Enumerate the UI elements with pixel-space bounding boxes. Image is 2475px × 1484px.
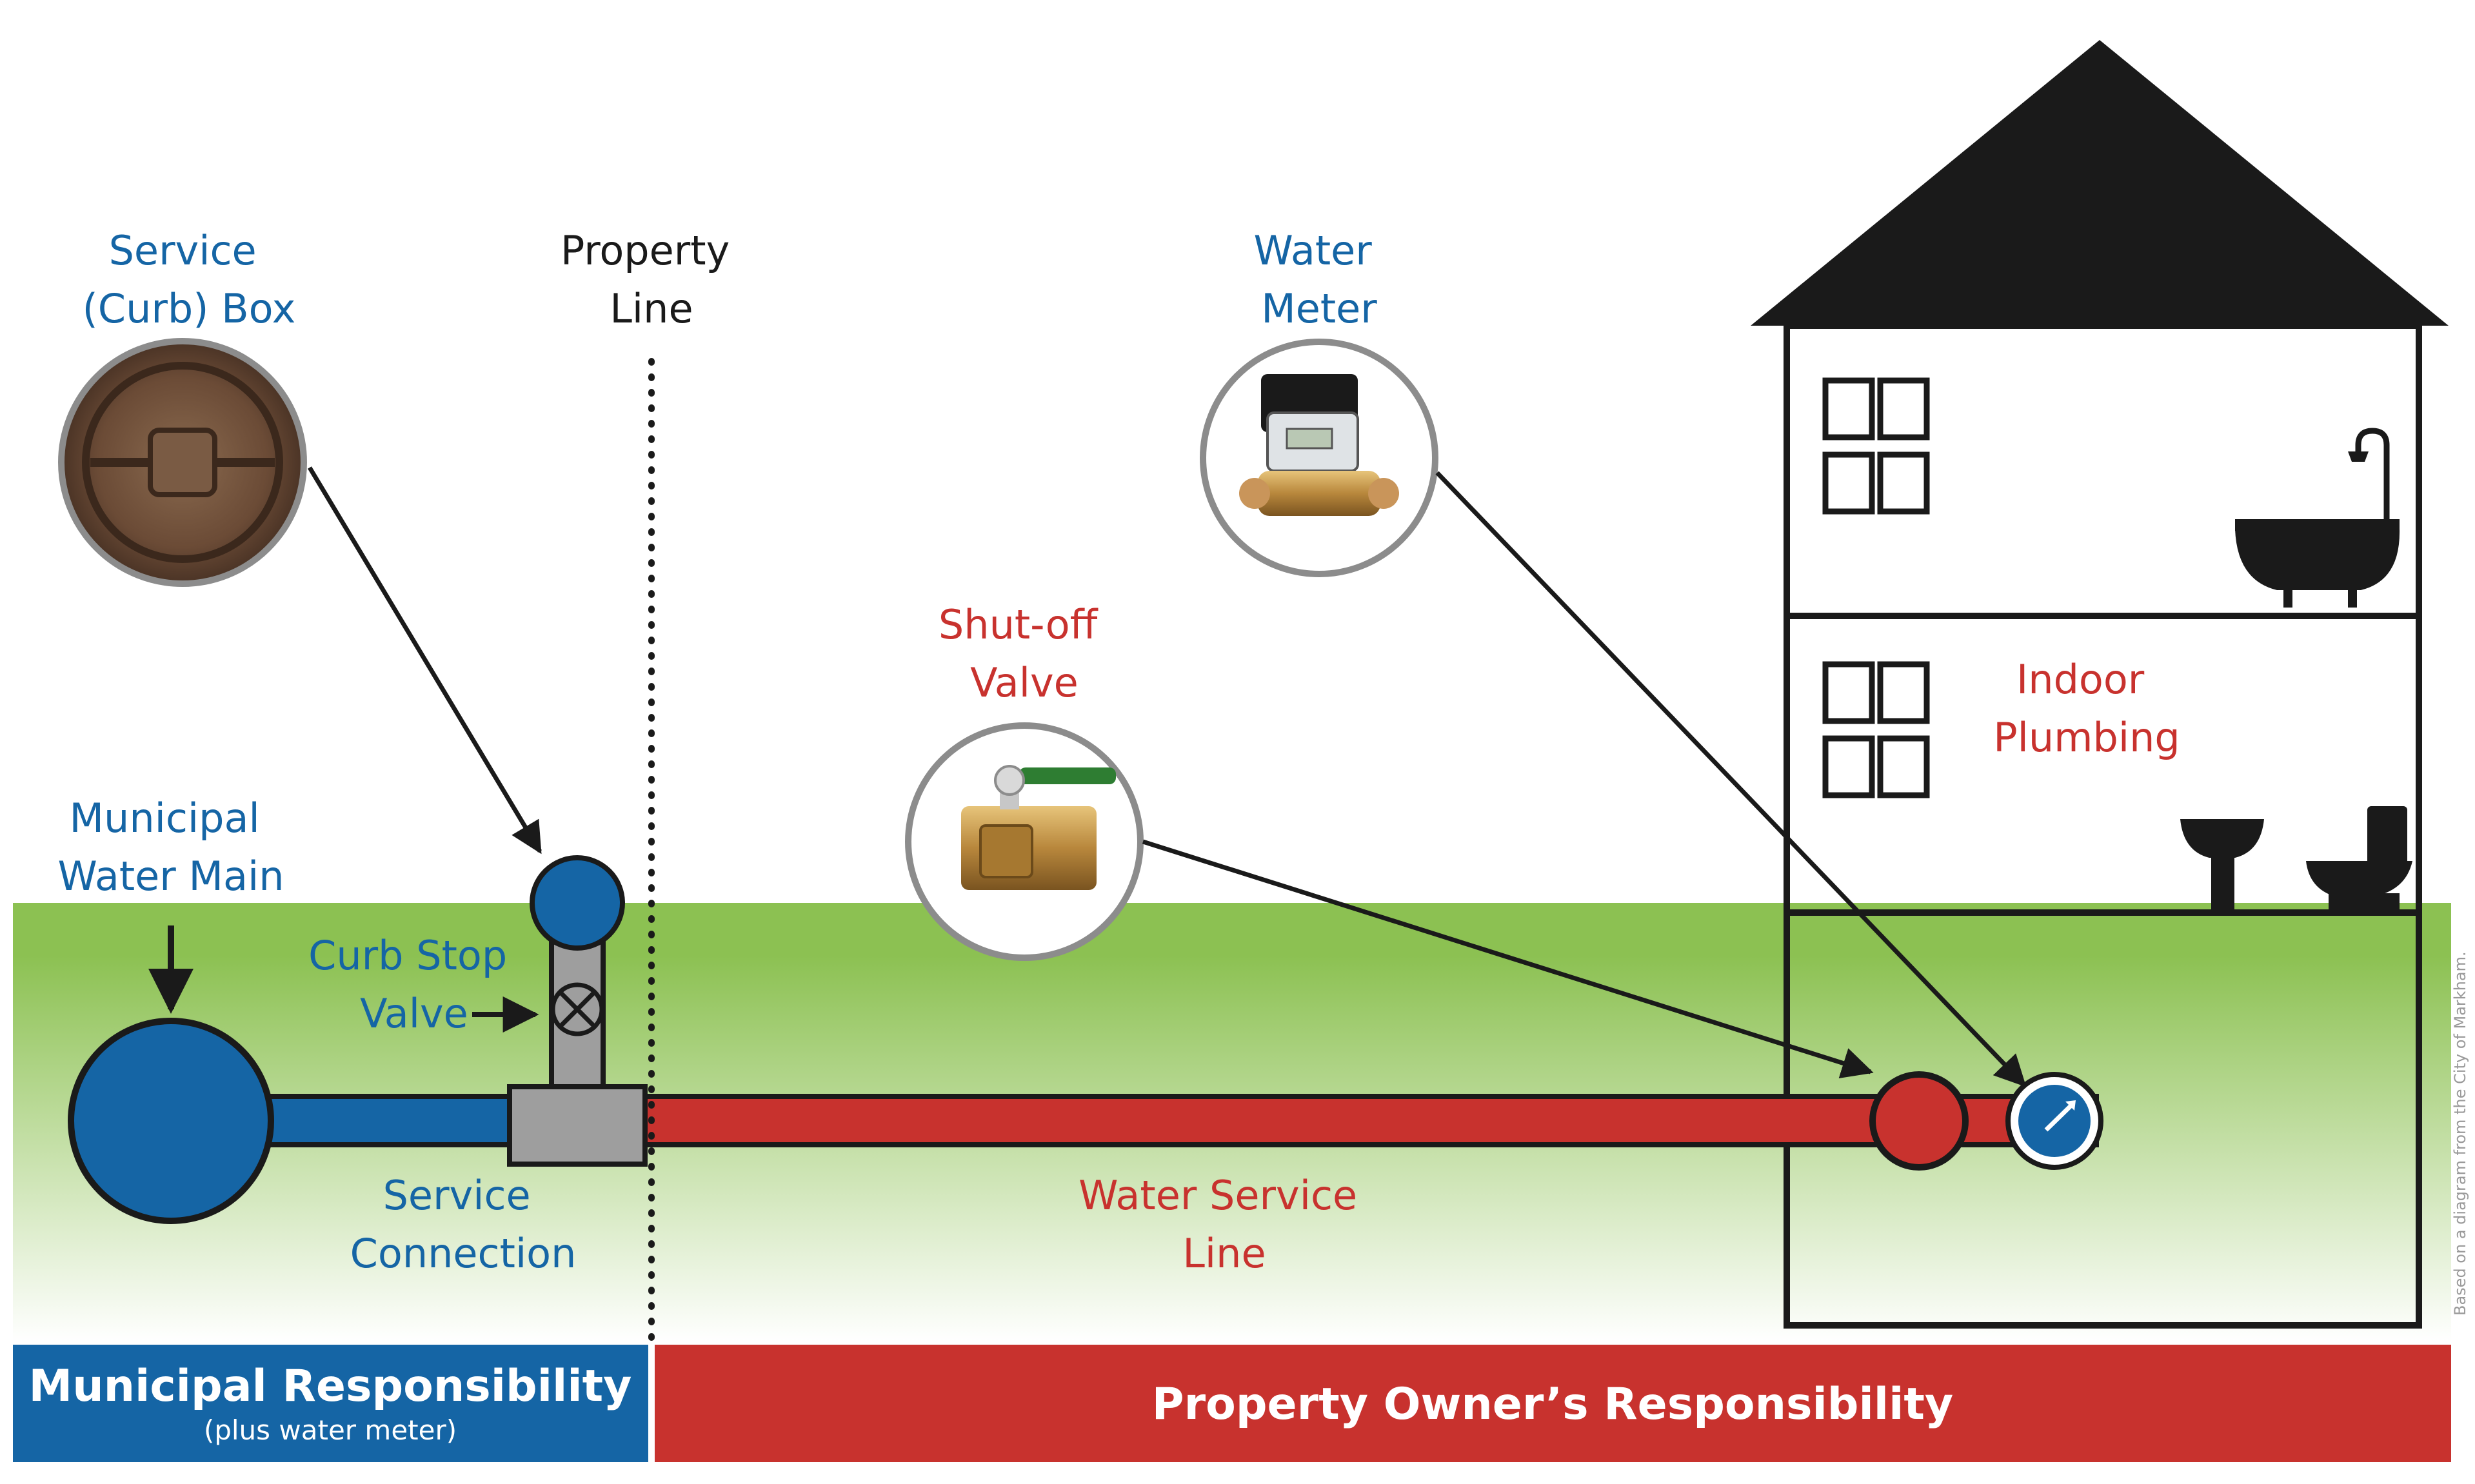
sink-icon [2180, 819, 2264, 911]
window-upper [1822, 377, 1930, 515]
credit-note: Based on a diagram from the City of Mark… [2451, 951, 2469, 1316]
water-main-pipe [68, 1018, 274, 1224]
municipal-banner [13, 1345, 648, 1462]
window-lower [1822, 661, 1930, 798]
water-meter-photo [1200, 339, 1438, 577]
curb-stop-valve-symbol [550, 982, 604, 1036]
house [1751, 40, 2449, 1329]
property-line-label: Property Line [561, 227, 742, 332]
meter-gauge-icon [2005, 1072, 2103, 1170]
water-meter-label: Water Meter [1254, 227, 1385, 332]
service-box-label: Service (Curb) Box [83, 227, 296, 332]
service-connection-label: Service Connection [350, 1172, 577, 1277]
red-service-pipe [642, 1094, 2099, 1147]
service-connection-fitting [507, 1084, 648, 1167]
arrow-shutoff-valve [1142, 839, 1874, 1079]
arrow-water-meter [1435, 471, 2027, 1087]
curb-box-top [530, 855, 625, 951]
curb-stop-valve-label: Curb Stop Valve [308, 932, 520, 1037]
shutoff-valve-photo [905, 722, 1144, 961]
municipal-banner-subtitle: (plus water meter) [204, 1414, 457, 1446]
curb-box-photo [58, 338, 307, 587]
municipal-banner-title: Municipal Responsibility [29, 1361, 632, 1412]
bathtub-icon [2235, 428, 2400, 608]
indoor-plumbing-label: Indoor Plumbing [1993, 656, 2180, 761]
owner-banner-title: Property Owner’s Responsibility [1152, 1379, 1953, 1430]
shutoff-valve-label: Shut-off Valve [939, 601, 1110, 706]
shutoff-valve-symbol [1869, 1071, 1969, 1171]
house-roof [1751, 40, 2449, 326]
house-walls [1784, 322, 2422, 1329]
owner-banner [655, 1345, 2451, 1462]
water-service-line-label: Water Service Line [1078, 1172, 1370, 1277]
water-main-label: Municipal Water Main [58, 795, 284, 900]
toilet-icon [2306, 806, 2412, 911]
arrow-curb-box [307, 466, 542, 855]
